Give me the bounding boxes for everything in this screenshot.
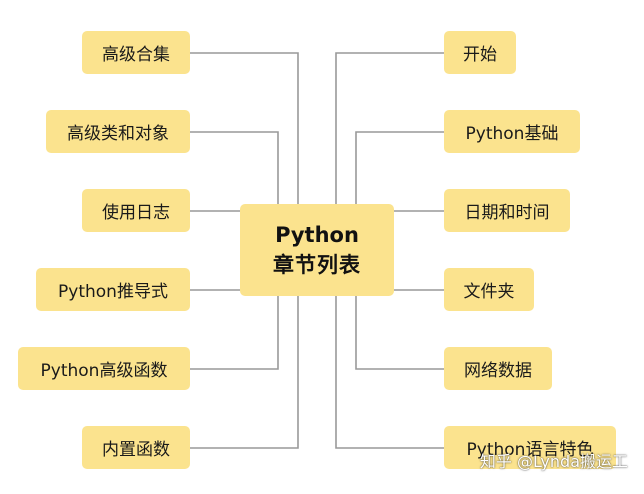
right-node-1: 开始 — [444, 31, 516, 74]
right-node-2: Python基础 — [444, 110, 580, 153]
center-title: Python — [275, 223, 359, 247]
connector-left-2 — [190, 131, 279, 204]
right-node-6: Python语言特色 — [444, 426, 616, 469]
left-node-2: 高级类和对象 — [46, 110, 190, 153]
right-node-4: 文件夹 — [444, 268, 534, 311]
connector-right-1 — [335, 52, 444, 204]
connector-left-5 — [190, 296, 279, 370]
connector-right-6 — [335, 296, 444, 449]
left-node-1: 高级合集 — [82, 31, 190, 74]
left-node-6: 内置函数 — [82, 426, 190, 469]
connector-right-5 — [355, 296, 444, 370]
right-node-5: 网络数据 — [444, 347, 552, 390]
connector-left-6 — [190, 296, 299, 449]
right-node-3: 日期和时间 — [444, 189, 570, 232]
left-node-5: Python高级函数 — [18, 347, 190, 390]
center-subtitle: 章节列表 — [273, 253, 361, 277]
connector-right-2 — [355, 131, 444, 204]
left-node-3: 使用日志 — [82, 189, 190, 232]
watermark: 知乎 @Lynda搬运工 — [479, 452, 628, 471]
left-node-4: Python推导式 — [36, 268, 190, 311]
center-node: Python 章节列表 — [240, 204, 394, 296]
connector-left-1 — [190, 52, 299, 204]
